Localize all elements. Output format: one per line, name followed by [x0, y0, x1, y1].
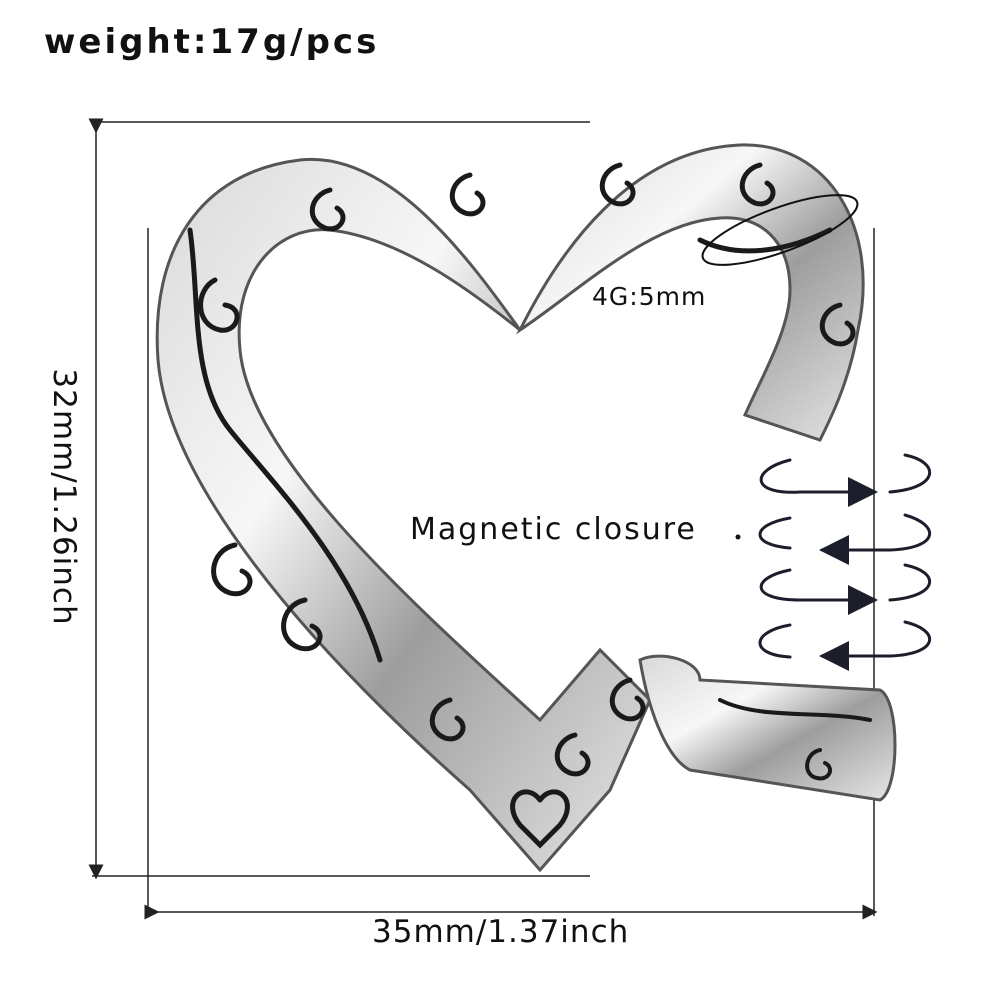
gauge-ring-icon: [701, 194, 859, 266]
width-dimension-line: [144, 228, 878, 920]
height-dimension-label: 32mm/1.26inch: [46, 368, 82, 626]
heart-right-lobe: [516, 143, 865, 442]
width-dimension-label: 35mm/1.37inch: [372, 914, 630, 950]
magnetic-tail-piece: [638, 654, 897, 802]
heart-outer-shape: [155, 157, 652, 873]
heart-ear-weight: [155, 143, 897, 873]
weight-label: weight:17g/pcs: [44, 22, 380, 62]
height-dimension-line: [88, 118, 590, 880]
magnetic-closure-label: Magnetic closure: [410, 512, 697, 547]
magnetic-rotation-arrows: [758, 453, 932, 671]
closure-pointer-dot: [735, 534, 741, 540]
gauge-size-label: 4G:5mm: [592, 282, 707, 311]
